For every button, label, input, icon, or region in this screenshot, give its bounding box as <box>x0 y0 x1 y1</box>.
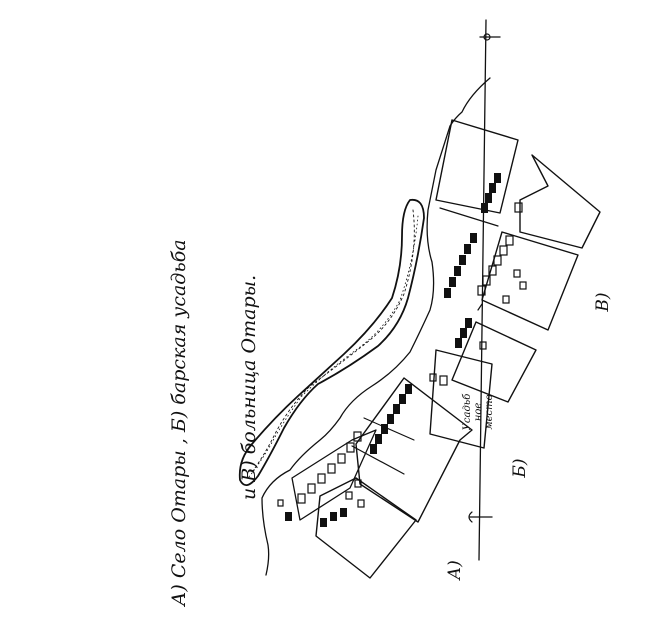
plot-northeast <box>435 119 519 214</box>
plot-east-south <box>451 321 537 403</box>
meridian-line <box>478 19 487 561</box>
inscription-line1: Усадьб <box>462 393 473 431</box>
street-3 <box>351 445 405 475</box>
plot-west-large <box>355 377 473 523</box>
houses <box>277 173 527 527</box>
inscription-line2: ное <box>473 402 484 422</box>
plot-river-strip <box>291 429 377 521</box>
map-caption-line1: А) Село Отары , Б) барская усадьба <box>168 239 190 606</box>
street-2 <box>477 303 483 311</box>
land-plots <box>291 119 601 579</box>
label-v: В) <box>593 292 613 312</box>
cross-arrow-icon <box>468 33 501 523</box>
plot-east-middle <box>481 231 579 331</box>
plot-east-manor <box>519 154 601 249</box>
label-a: А) <box>445 560 465 580</box>
river-bank <box>261 77 491 576</box>
pond-icon <box>238 198 425 486</box>
plot-west-lower <box>315 477 417 579</box>
plot-manor-place <box>429 349 493 449</box>
map-caption-line2: и В) больница Отары. <box>238 274 260 500</box>
street-1 <box>439 207 499 227</box>
inscription-line3: место <box>484 394 495 430</box>
label-b: Б) <box>510 458 530 478</box>
manor-place-inscription: Усадьб ное место <box>462 382 495 442</box>
street-4 <box>363 417 415 441</box>
